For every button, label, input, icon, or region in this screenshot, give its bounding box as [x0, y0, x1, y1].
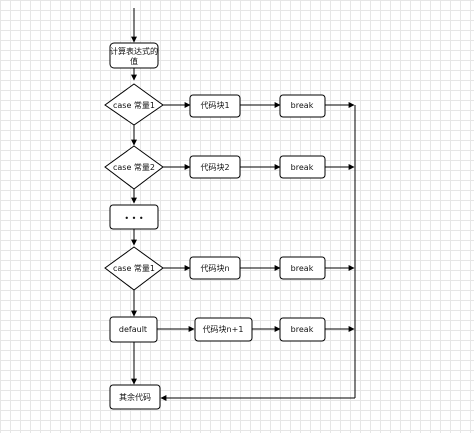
node-break-default-label: break	[291, 325, 314, 334]
node-code1[interactable]: 代码块1	[189, 94, 241, 118]
decision-case1-label: case 常量1	[113, 101, 155, 110]
node-break1[interactable]: break	[279, 94, 326, 118]
node-ellipsis[interactable]: • • •	[109, 204, 159, 230]
node-default[interactable]: default	[109, 316, 158, 343]
node-coden1-label: 代码块n+1	[203, 324, 244, 334]
node-rest[interactable]: 其余代码	[109, 384, 161, 410]
decision-case2-label: case 常量2	[113, 163, 155, 172]
node-code2[interactable]: 代码块2	[189, 155, 241, 179]
edges	[131, 8, 356, 401]
node-coden[interactable]: 代码块n	[189, 256, 241, 280]
decision-casen[interactable]: case 常量1	[104, 246, 164, 291]
node-rest-label: 其余代码	[119, 392, 151, 402]
node-break2[interactable]: break	[279, 155, 326, 179]
node-code1-label: 代码块1	[200, 100, 229, 110]
node-ellipsis-label: • • •	[124, 214, 143, 223]
node-compute[interactable]: 计算表达式的 值	[109, 42, 159, 69]
node-compute-line2: 值	[130, 56, 138, 66]
node-break-default[interactable]: break	[279, 317, 326, 342]
node-breakn[interactable]: break	[279, 256, 326, 280]
decision-case1[interactable]: case 常量1	[104, 83, 164, 126]
node-break1-label: break	[291, 101, 314, 110]
decision-case2[interactable]: case 常量2	[104, 145, 164, 190]
node-break2-label: break	[291, 163, 314, 172]
decision-casen-label: case 常量1	[113, 264, 155, 273]
node-code2-label: 代码块2	[200, 162, 229, 172]
node-compute-line1: 计算表达式的	[110, 46, 158, 56]
node-breakn-label: break	[291, 264, 314, 273]
node-coden-label: 代码块n	[200, 263, 229, 273]
node-default-label: default	[119, 325, 147, 334]
node-coden1[interactable]: 代码块n+1	[194, 317, 253, 342]
